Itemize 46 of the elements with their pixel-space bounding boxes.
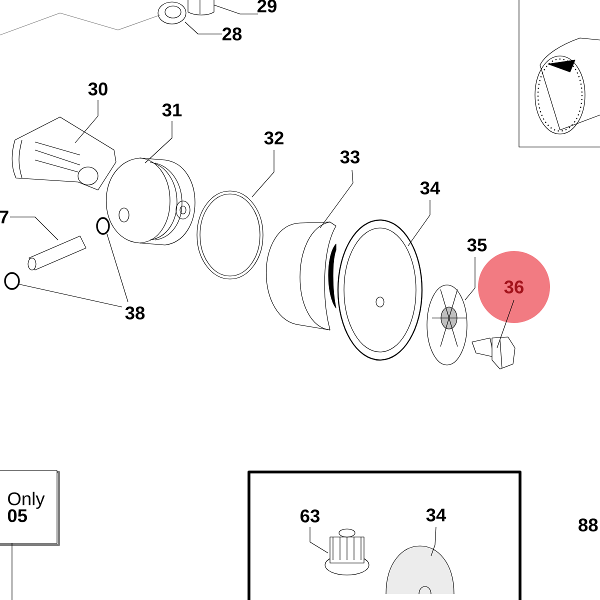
leader-line [184, 22, 222, 34]
leader-line [408, 200, 430, 246]
leader-line [214, 4, 258, 14]
callout-number: 63 [300, 510, 320, 522]
leader-line [310, 526, 328, 554]
callout-number: 28 [222, 28, 242, 40]
callout-number: 36 [478, 251, 550, 324]
circlip-drawing [4, 272, 20, 290]
callout-number: 38 [125, 306, 145, 320]
leader-line [74, 100, 98, 144]
callout-number: 30 [88, 82, 108, 96]
pin-drawing [28, 236, 86, 270]
leader-line [0, 12, 160, 36]
callout-number: 32 [264, 132, 284, 144]
leader-line [106, 234, 128, 302]
piston-drawing [106, 158, 196, 246]
bolt-drawing [472, 336, 516, 370]
note-box: Only 05 [0, 470, 60, 546]
callout-number: 34 [426, 508, 446, 522]
leader-line [496, 300, 514, 348]
inset-frame [248, 470, 522, 600]
leader-line [320, 170, 354, 228]
connecting-rod-drawing [12, 116, 116, 190]
gear-drawing [324, 528, 370, 576]
inset-frame [518, 0, 600, 148]
leader-line [252, 150, 274, 198]
callout-number: 88 [578, 518, 598, 532]
leader-line [10, 216, 58, 240]
leader-line [144, 120, 172, 164]
callout-number: 29 [257, 0, 276, 12]
piston-ring-drawing [196, 190, 264, 280]
plate-drawing [426, 284, 468, 366]
washer-drawing [158, 2, 186, 24]
diaphragm-drawing [386, 546, 454, 594]
callout-number: 35 [467, 238, 487, 252]
callout-number: 7 [0, 210, 8, 224]
circlip-drawing [96, 217, 110, 235]
cylinder-drawing [266, 222, 336, 330]
callout-number: 31 [162, 104, 182, 116]
fitting-drawing [188, 0, 214, 16]
leader-line [18, 284, 122, 308]
callout-number: 33 [340, 150, 360, 164]
leader-line [464, 256, 476, 300]
callout-number: 34 [420, 182, 440, 194]
diaphragm-drawing [337, 219, 423, 361]
leader-line [430, 526, 436, 556]
